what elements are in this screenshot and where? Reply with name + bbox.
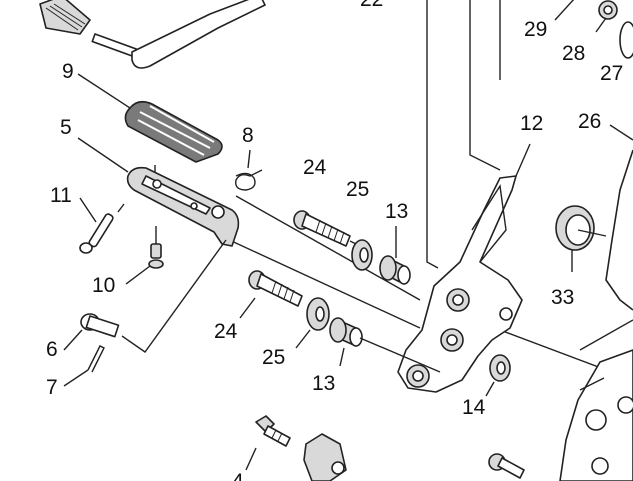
callout-22: 22 [360,0,383,11]
bottom-right-bolt [488,453,525,479]
top-right-small-parts [554,0,633,59]
callout-25-lower: 25 [262,346,285,369]
callout-13-lower: 13 [312,372,335,395]
callout-24-upper: 24 [303,156,327,179]
callout-14: 14 [462,396,486,419]
callout-27: 27 [600,62,623,85]
callout-10: 10 [92,274,115,297]
part-25-washer-lower [295,297,330,349]
part-13-spacer-upper [379,226,411,285]
callout-12: 12 [520,112,543,135]
part-14-washer [485,354,511,397]
callout-25-upper: 25 [346,178,369,201]
callout-11: 11 [50,184,72,207]
callout-24-lower: 24 [214,320,238,343]
callout-26: 26 [578,110,601,133]
part-33-grommet [555,205,607,272]
part-7-cotter-pin [87,345,105,373]
callout-33: 33 [551,286,574,309]
part-8-spring [235,149,263,191]
part-24-bolt-upper [293,210,373,253]
callout-13-upper: 13 [385,200,408,223]
brake-pedal-part [39,0,266,69]
callout-6: 6 [46,338,58,361]
part-13-spacer-lower [329,317,441,373]
part-12-bracket [397,143,531,393]
callout-9: 9 [62,60,74,83]
callout-29: 29 [524,18,547,41]
part-4-bolt [245,415,291,471]
part-24-bolt-lower [239,270,303,319]
part-9-footpeg-rubber [124,100,223,185]
part-25-washer-upper [351,239,373,271]
part-10-screw [148,226,164,269]
frame-plate-lower-right [559,349,633,481]
callout-8: 8 [242,124,254,147]
callout-7: 7 [46,376,58,399]
bottom-clamp-part [303,433,347,481]
callout-5: 5 [60,116,72,139]
callout-4: 4 [232,470,244,481]
callout-28: 28 [562,42,585,65]
part-11-pin [79,203,125,254]
part-26-bracket [605,124,633,311]
part-5-footpeg [126,166,240,247]
part-6-pin [80,239,227,353]
